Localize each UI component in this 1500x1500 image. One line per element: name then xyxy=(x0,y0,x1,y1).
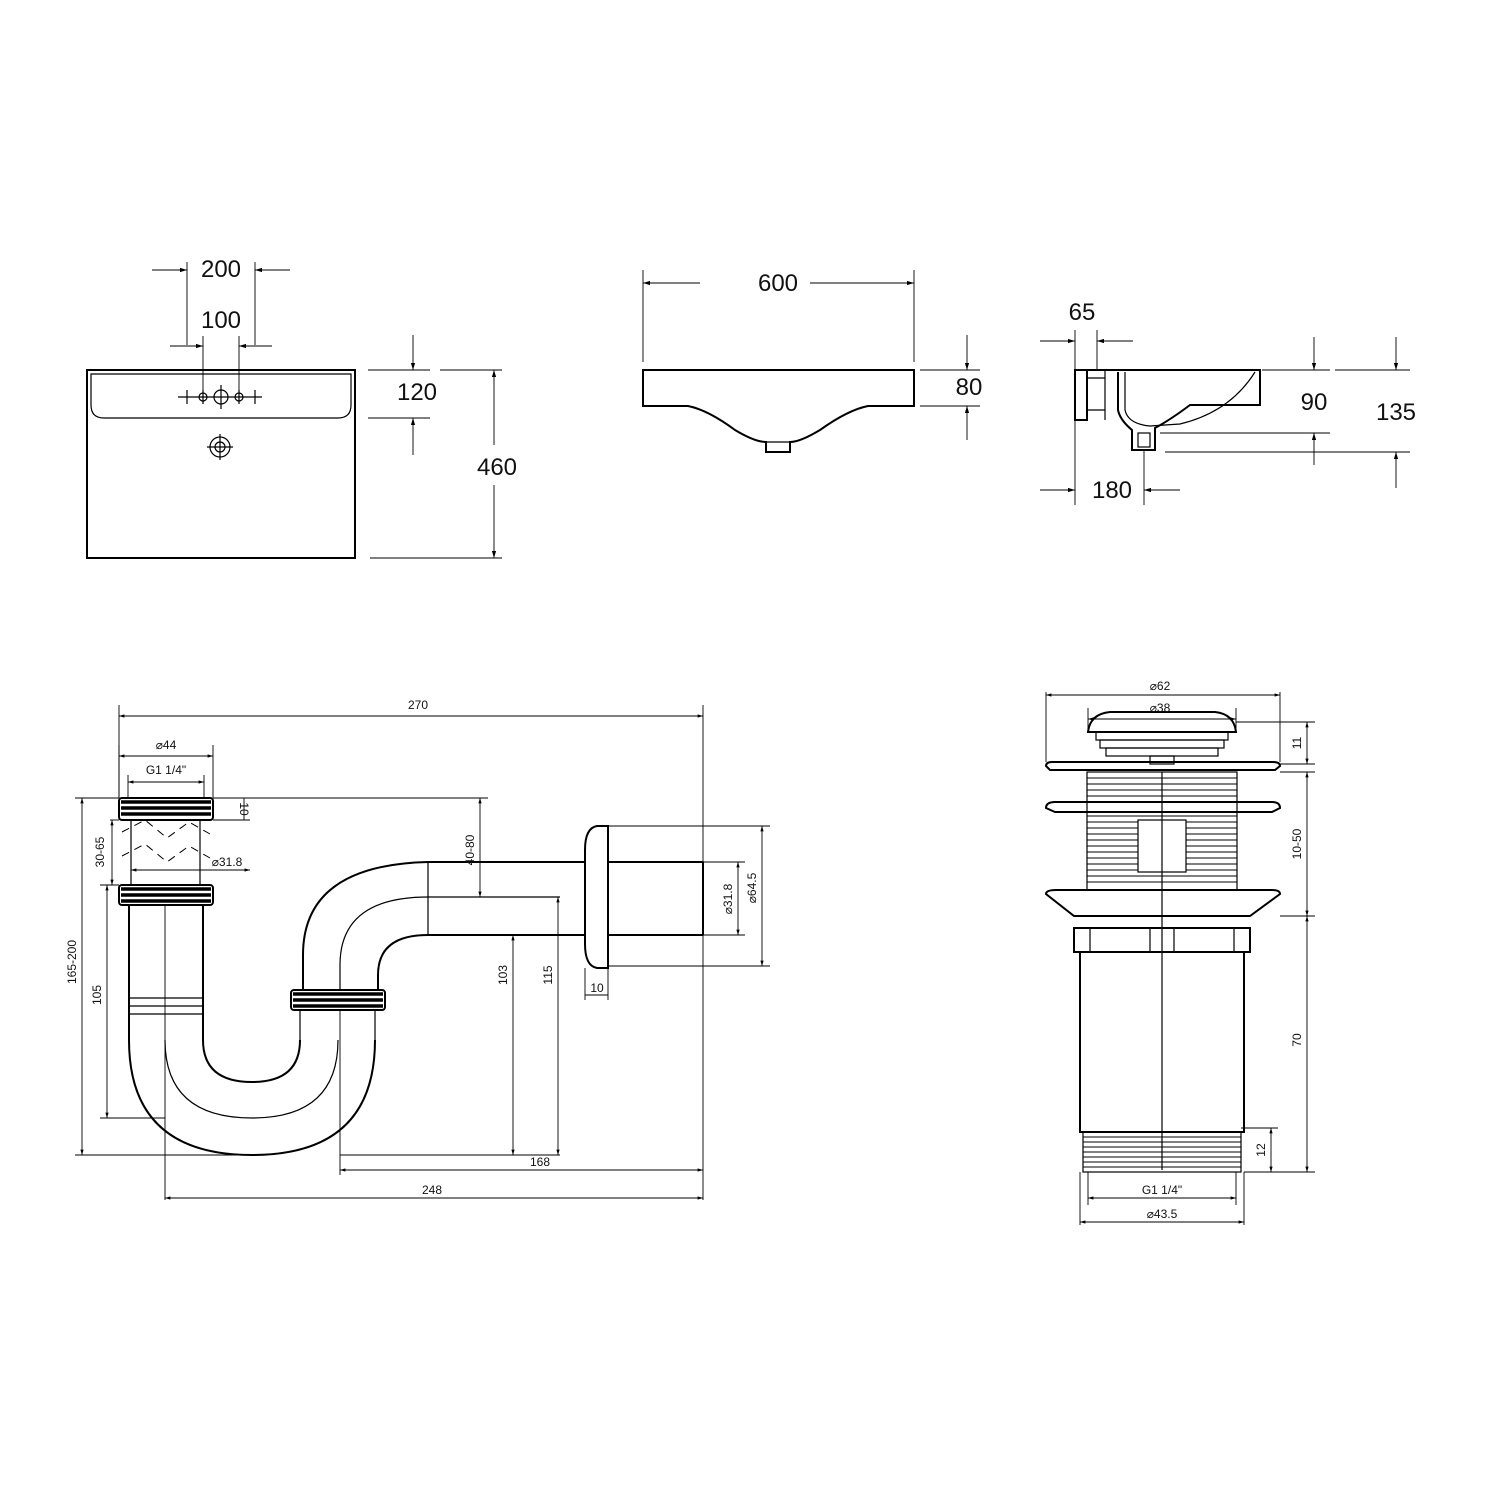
dim-120: 120 xyxy=(397,379,437,406)
dim-10-50: 10-50 xyxy=(1290,828,1304,859)
dim-270: 270 xyxy=(408,698,428,712)
basin-deck xyxy=(90,373,352,419)
valve-bottom-flange xyxy=(1044,889,1282,917)
basin-top-view: 200 100 120 460 xyxy=(86,256,517,559)
siphon-wall-flange xyxy=(584,825,609,969)
dim-165-200: 165-200 xyxy=(65,940,79,984)
valve-bottom-thread xyxy=(1082,1131,1242,1173)
dim-40-80: 40-80 xyxy=(463,834,477,865)
valve-top-flange xyxy=(1044,761,1282,771)
dim-d645: ⌀64.5 xyxy=(745,872,759,903)
dim-180: 180 xyxy=(1092,477,1132,504)
dim-d435: ⌀43.5 xyxy=(1147,1207,1178,1221)
dim-100: 100 xyxy=(201,307,241,334)
drain-hole xyxy=(207,434,233,460)
siphon-top-nut xyxy=(118,797,214,821)
dim-103: 103 xyxy=(496,965,510,985)
dim-d318-right: ⌀31.8 xyxy=(721,883,735,914)
dim-460: 460 xyxy=(477,454,517,481)
dim-g114-valve: G1 1/4" xyxy=(1142,1183,1182,1197)
valve-thread xyxy=(1086,771,1238,1170)
dim-105: 105 xyxy=(90,985,104,1005)
tap-holes xyxy=(178,385,262,409)
basin-front-view: 600 80 xyxy=(642,270,983,453)
siphon-mid-nut xyxy=(118,884,214,906)
dim-10-top: 10 xyxy=(237,802,251,816)
dim-d44: ⌀44 xyxy=(156,738,177,752)
dim-80: 80 xyxy=(956,374,983,401)
valve-cap xyxy=(1086,711,1238,733)
dim-135: 135 xyxy=(1376,399,1416,426)
dim-d62: ⌀62 xyxy=(1150,679,1171,693)
dim-30-65: 30-65 xyxy=(93,836,107,867)
dim-200: 200 xyxy=(201,256,241,283)
dim-d318-top: ⌀31.8 xyxy=(212,855,243,869)
dim-65: 65 xyxy=(1069,299,1096,326)
dim-248: 248 xyxy=(422,1183,442,1197)
dim-90: 90 xyxy=(1301,389,1328,416)
dim-10-flange: 10 xyxy=(590,981,604,995)
basin-front-outline xyxy=(642,369,915,453)
dim-g114-siphon: G1 1/4" xyxy=(146,763,186,777)
dim-11: 11 xyxy=(1290,736,1304,749)
basin-side-outline xyxy=(1075,369,1261,451)
dim-168: 168 xyxy=(530,1155,550,1169)
dim-115: 115 xyxy=(541,965,555,984)
dim-12: 12 xyxy=(1254,1143,1268,1157)
dim-d38: ⌀38 xyxy=(1150,701,1171,715)
basin-outline xyxy=(86,369,356,559)
valve-lock-nut xyxy=(1044,801,1282,813)
basin-side-view: 65 90 135 180 xyxy=(1040,299,1416,505)
drain-valve-drawing: ⌀62 ⌀38 11 10-50 70 12 G1 1/4" ⌀43.5 xyxy=(1044,679,1315,1225)
siphon-bend-nut xyxy=(290,989,386,1011)
dim-70: 70 xyxy=(1290,1033,1304,1047)
dim-600: 600 xyxy=(758,270,798,297)
siphon-drawing: 270 ⌀44 G1 1/4" 10 30-65 ⌀31.8 165-200 1… xyxy=(65,698,770,1200)
